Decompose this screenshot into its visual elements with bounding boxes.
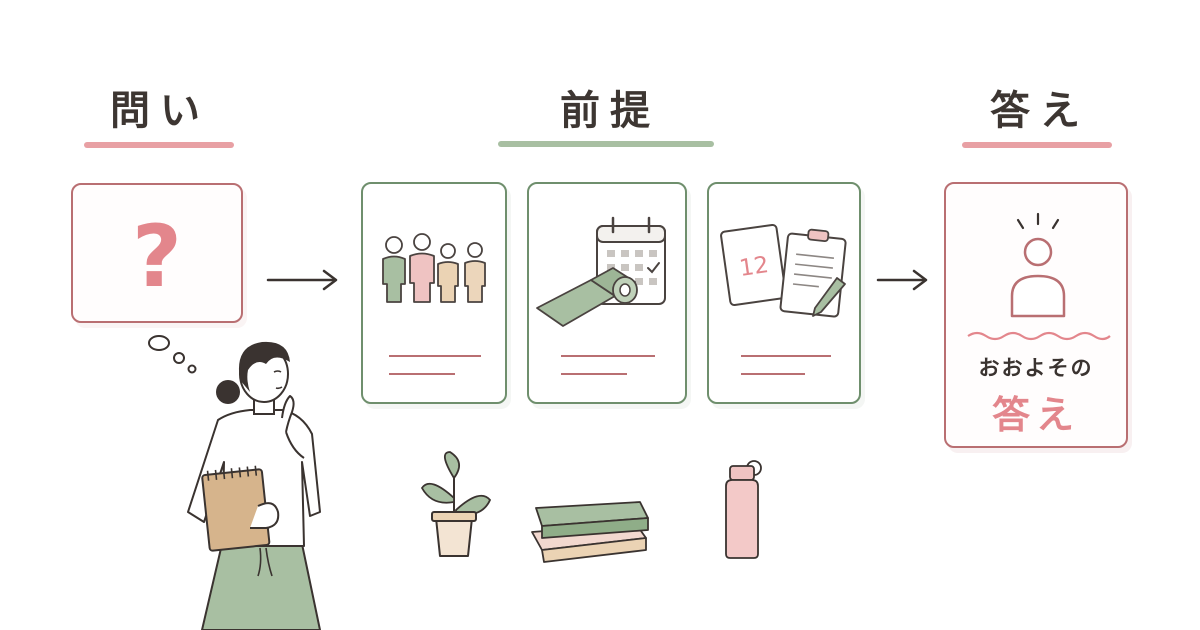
books-icon [531,501,649,563]
premise-card-schedule: 12 [707,182,861,404]
plant-icon [420,451,492,557]
heading-question: 問い [110,88,210,134]
heading-premise-underline [498,141,714,147]
clipboard-icon [720,223,847,375]
heading-answer-underline [962,142,1112,148]
premise-card-calendar [527,182,687,404]
arrow-right-icon [876,269,928,291]
answer-card: おおよその 答え [944,182,1128,448]
water-bottle-icon [725,460,762,559]
calendar-icon [536,216,666,375]
answer-card-subtitle: おおよその [978,356,1094,380]
thought-bubble-icon [148,335,197,374]
heading-answer: 答え [990,88,1090,134]
heading-premise: 前提 [560,88,660,134]
heading-question-underline [84,142,234,148]
premise-card-people [361,182,507,404]
thinking-woman-illustration [187,341,321,630]
answer-card-title: 答え [991,393,1080,437]
question-mark-icon: ? [132,207,182,307]
arrow-right-icon [266,269,338,291]
question-card: ? [71,183,243,323]
people-group-icon [382,233,486,375]
person-insight-icon [967,212,1111,341]
